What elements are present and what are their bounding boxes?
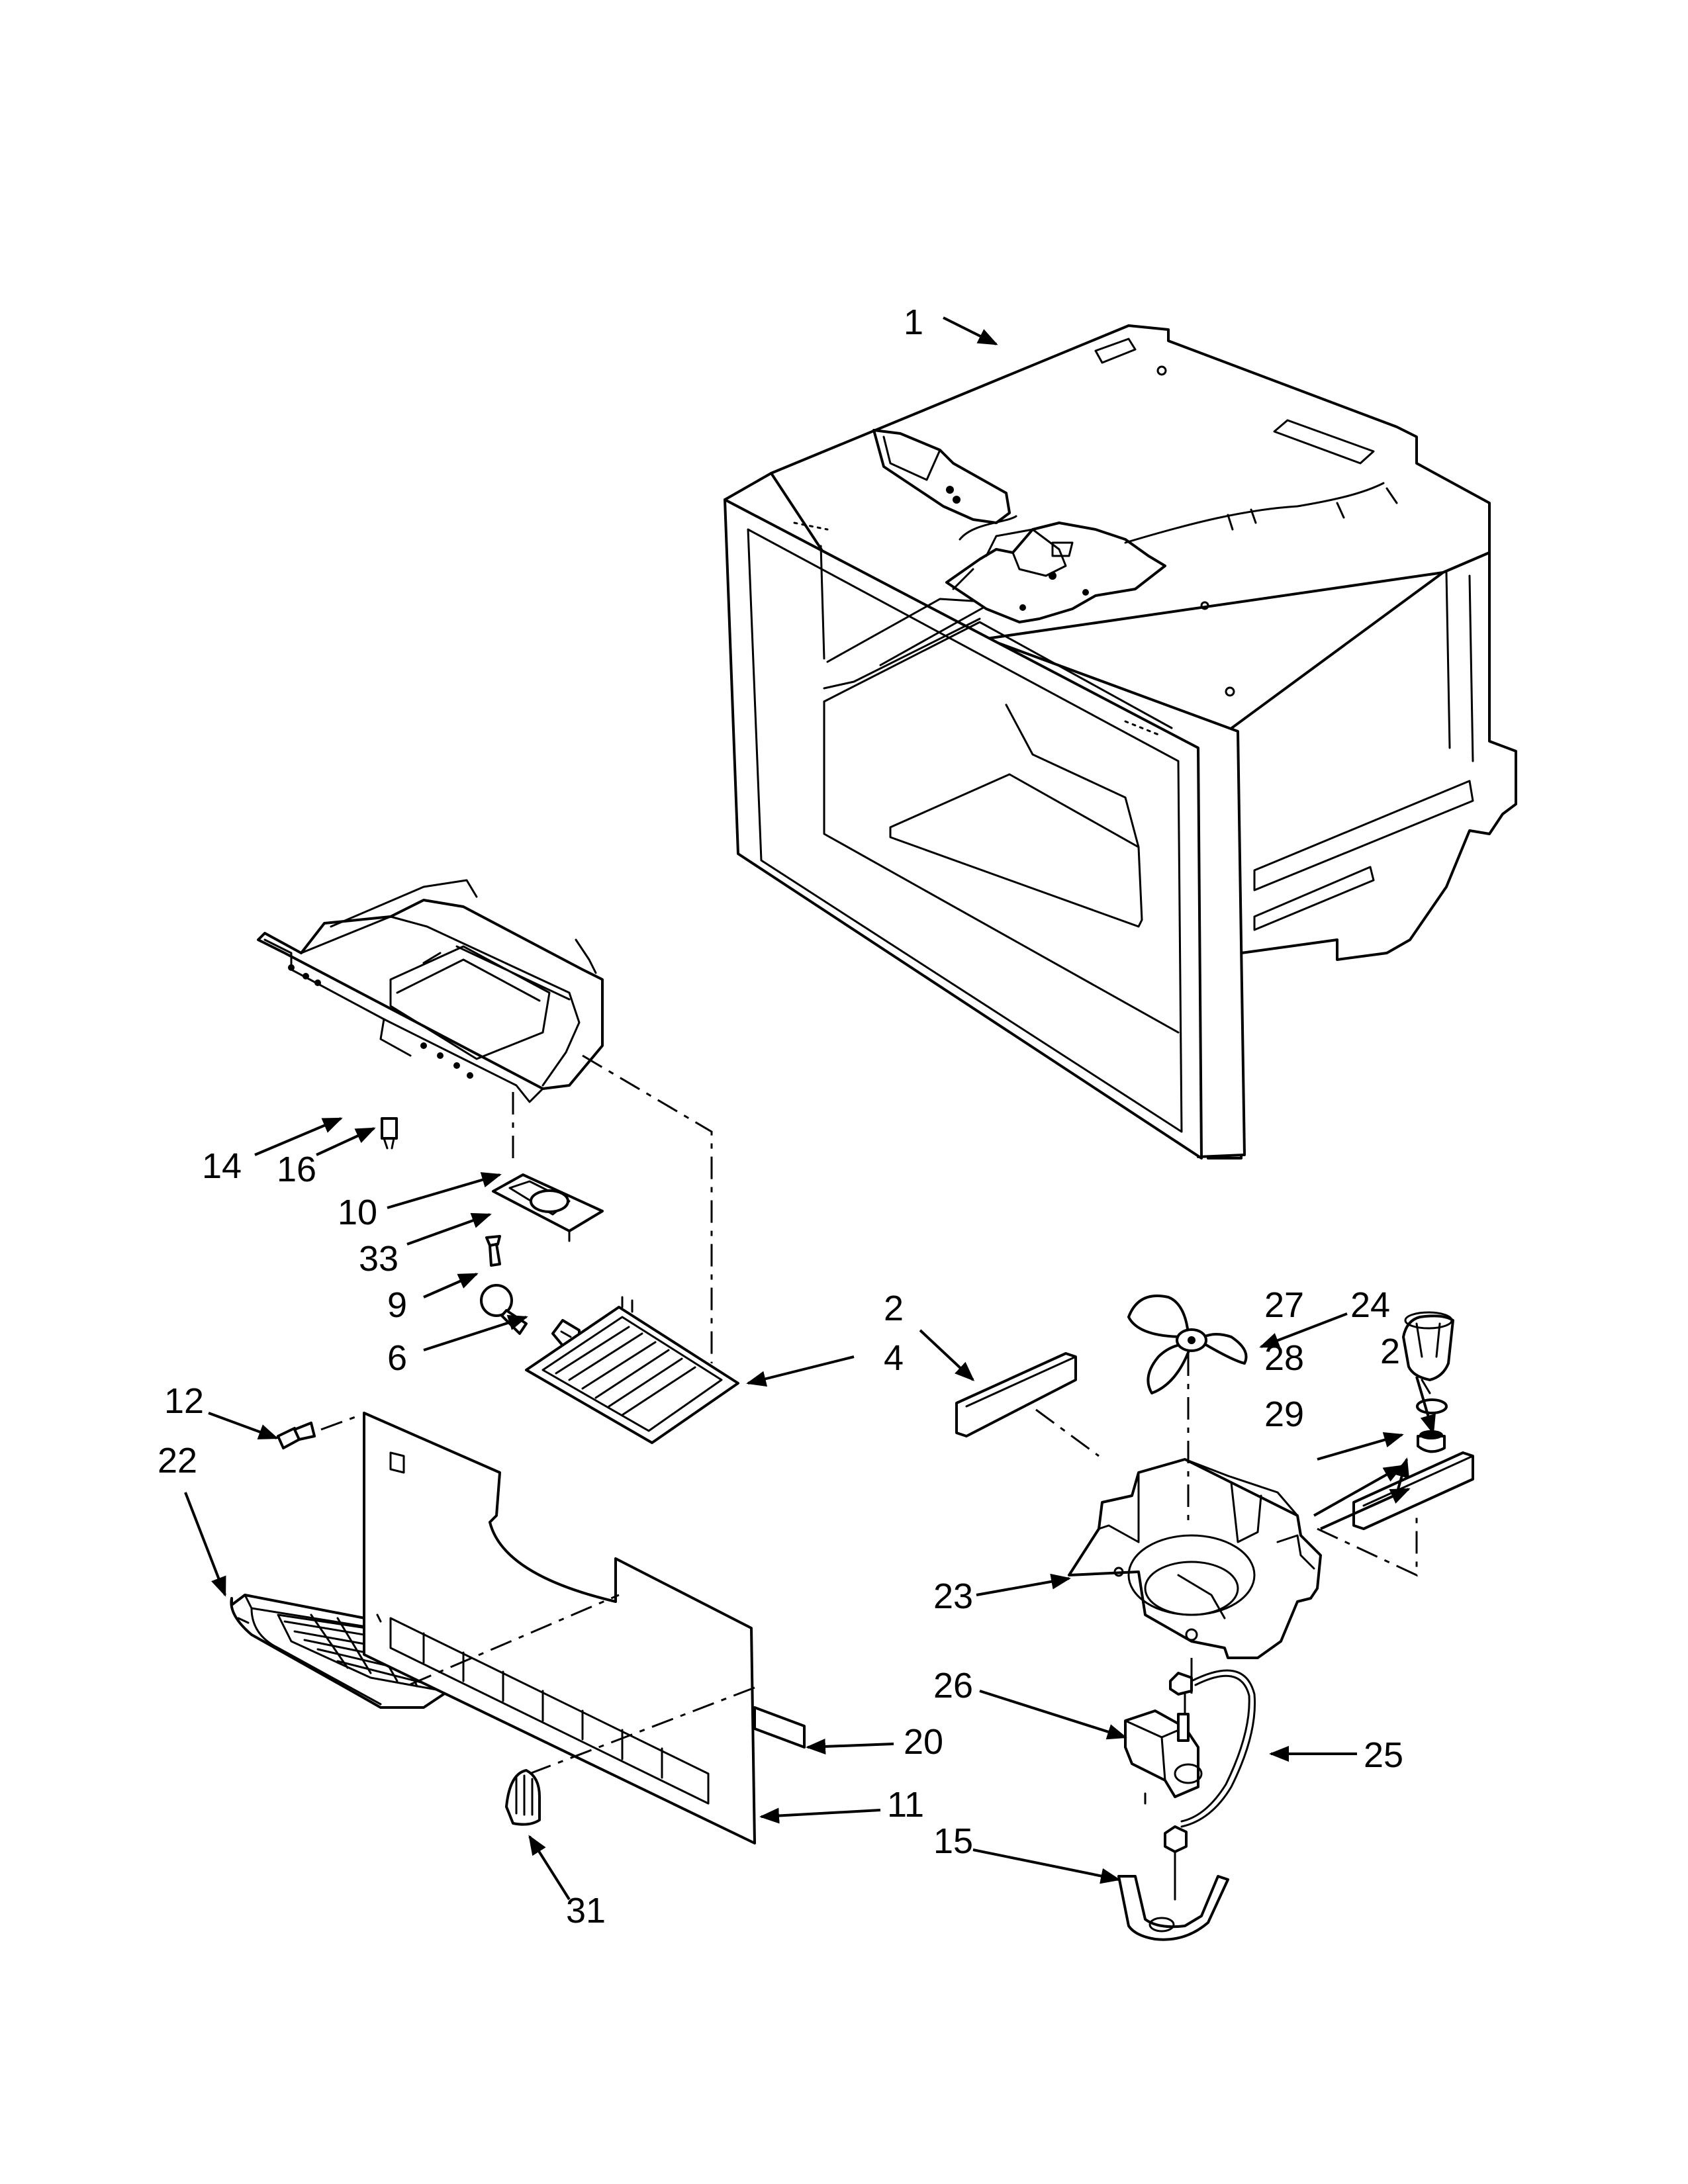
callout-14: 14 — [202, 1146, 242, 1186]
callout-16: 16 — [277, 1150, 316, 1189]
callout-25: 25 — [1364, 1735, 1403, 1775]
fan-shroud-part — [1068, 1458, 1322, 1659]
leveler-cup-part — [1402, 1311, 1454, 1394]
callout-22: 22 — [158, 1441, 197, 1480]
callout-2-left: 2 — [884, 1289, 904, 1328]
wire-harness-part — [1180, 1669, 1256, 1828]
callout-labels: 1 14 16 10 33 9 6 4 2 24 2 27 28 29 12 2… — [158, 302, 1403, 1931]
thermistor-part — [505, 1769, 541, 1826]
insulation-strip-part — [753, 1706, 806, 1749]
motor-bracket-part — [1117, 1825, 1229, 1941]
callout-24: 24 — [1350, 1285, 1390, 1325]
light-lens-part — [525, 1296, 739, 1444]
callout-33: 33 — [359, 1239, 399, 1279]
fan-blade-part — [1127, 1295, 1248, 1394]
callout-10: 10 — [338, 1193, 377, 1232]
fan-motor-part — [1124, 1672, 1203, 1805]
callout-29: 29 — [1264, 1394, 1304, 1434]
leveler-foot-part — [1417, 1430, 1446, 1453]
foam-block-left-part — [955, 1352, 1077, 1437]
light-housing-part — [257, 879, 604, 1103]
callout-28: 28 — [1264, 1338, 1304, 1378]
leveler-washer-part — [1416, 1398, 1448, 1414]
callout-2-right: 2 — [1380, 1332, 1400, 1371]
callout-26: 26 — [933, 1666, 973, 1706]
callout-20: 20 — [904, 1722, 943, 1762]
callout-4: 4 — [884, 1338, 904, 1378]
screw-part — [485, 1235, 501, 1267]
callout-11: 11 — [887, 1785, 924, 1825]
callout-6: 6 — [387, 1338, 407, 1378]
mount-screw-part — [277, 1422, 316, 1449]
callout-9: 9 — [387, 1285, 407, 1325]
callout-12: 12 — [164, 1381, 204, 1421]
callout-15: 15 — [933, 1821, 973, 1861]
callout-23: 23 — [933, 1576, 973, 1616]
callout-27: 27 — [1264, 1285, 1304, 1325]
foam-block-right-part — [1352, 1451, 1474, 1530]
freezer-liner-part — [724, 324, 1517, 1160]
callout-31: 31 — [566, 1891, 606, 1931]
back-panel-part — [363, 1412, 756, 1844]
light-socket-part — [492, 1173, 604, 1242]
switch-part — [381, 1117, 398, 1150]
leader-arrows — [184, 316, 1436, 1901]
callout-1: 1 — [904, 302, 923, 342]
light-bulb-part — [480, 1284, 528, 1335]
